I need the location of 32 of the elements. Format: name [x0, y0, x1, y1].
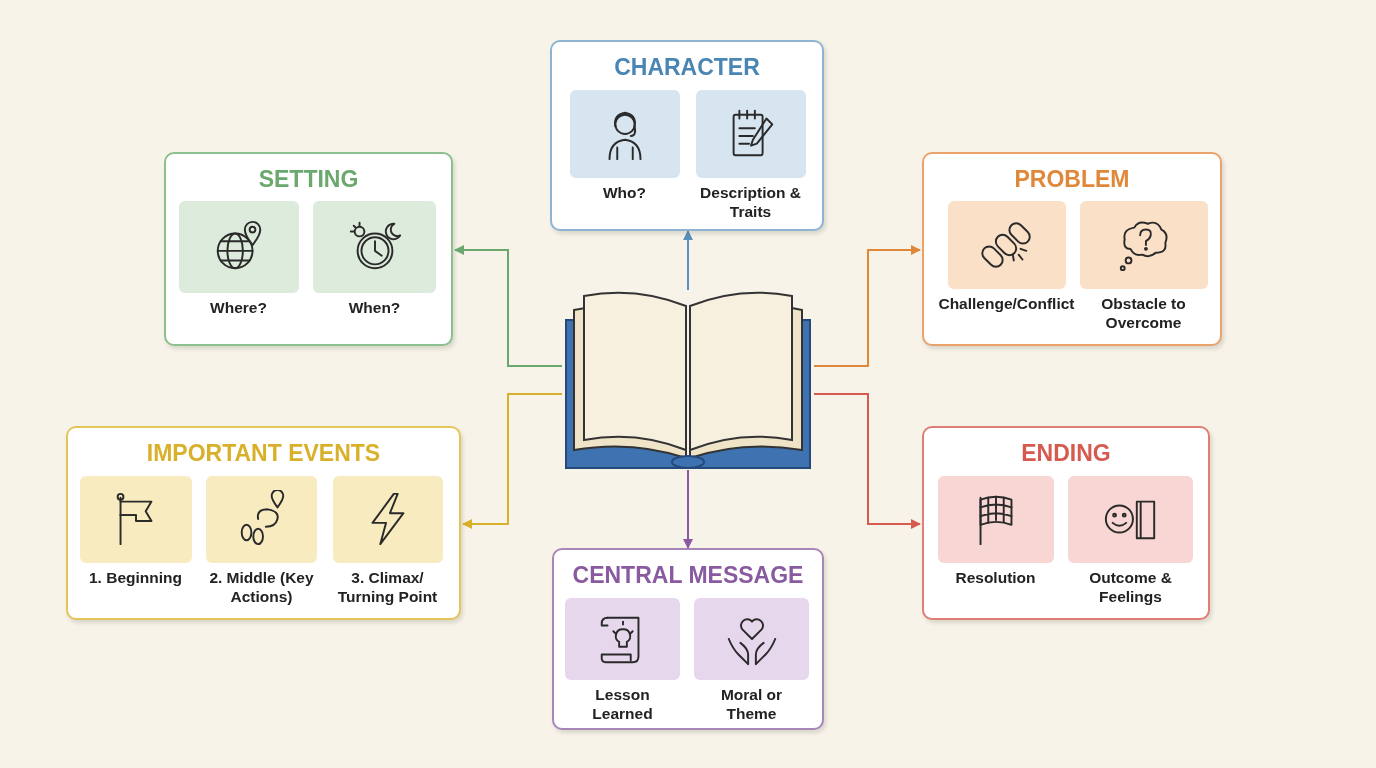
topic-card — [922, 152, 1222, 346]
arrow — [462, 393, 563, 529]
topic-card — [66, 426, 461, 620]
card-heading: ENDING — [1021, 440, 1111, 467]
tile-label: 2. Middle (Key Actions) — [209, 567, 314, 606]
card-heading: CHARACTER — [614, 54, 760, 81]
topic-card — [550, 40, 824, 231]
arrow — [454, 245, 563, 367]
open-book-drawing — [562, 290, 814, 470]
card-heading: SETTING — [258, 166, 359, 193]
tile-label: When? — [348, 297, 401, 317]
tile-label: Description & Traits — [699, 182, 802, 221]
arrow — [813, 245, 921, 367]
topic-card — [552, 548, 824, 730]
arrow — [813, 393, 921, 529]
card-heading: PROBLEM — [1014, 166, 1130, 193]
tile-label: Resolution — [955, 567, 1036, 587]
tile-label: Lesson Learned — [591, 684, 654, 723]
tile-label: Obstacle to Overcome — [1100, 293, 1187, 332]
tile-label: 3. Climax/ Turning Point — [336, 567, 439, 606]
card-heading: IMPORTANT EVENTS — [146, 440, 381, 467]
topic-card — [164, 152, 453, 346]
tile-label: Who? — [602, 182, 646, 202]
card-heading: CENTRAL MESSAGE — [572, 562, 804, 589]
tile-label: Challenge/Conflict — [938, 293, 1075, 313]
arrow — [683, 230, 693, 291]
tile-label: Outcome & Feelings — [1088, 567, 1173, 606]
topic-card — [922, 426, 1210, 620]
tile-label: Where? — [210, 297, 267, 317]
arrow — [683, 469, 693, 549]
tile-label: Moral or Theme — [719, 684, 784, 723]
tile-label: 1. Beginning — [89, 567, 182, 587]
